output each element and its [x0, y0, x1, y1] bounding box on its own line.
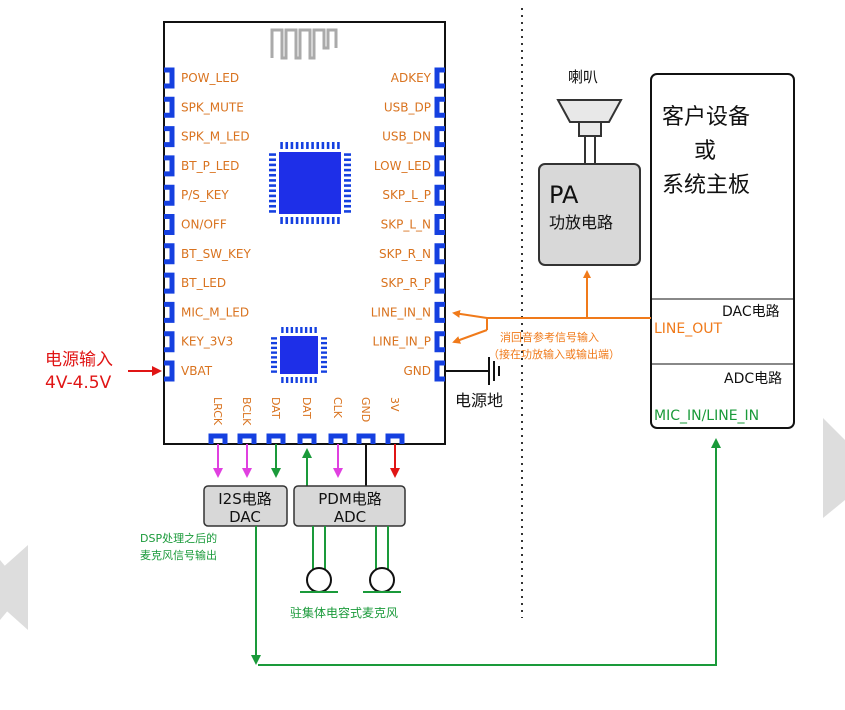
- pin-right-line-in-n: LINE_IN_N: [371, 301, 445, 323]
- ref-signal-path: [452, 309, 651, 344]
- pin-left-mic-m-led: MIC_M_LED: [164, 301, 249, 323]
- i2s-line2: DAC: [229, 508, 261, 526]
- pin-bottom-3v-6: 3V: [385, 397, 405, 444]
- pin-left-pow-led: POW_LED: [164, 67, 239, 89]
- pa-subtitle: 功放电路: [549, 213, 613, 232]
- svg-text:DAT: DAT: [300, 397, 313, 419]
- pin-right-skp-r-p: SKP_R_P: [381, 272, 445, 294]
- pin-left-bt-sw-key: BT_SW_KEY: [164, 243, 251, 265]
- svg-text:CLK: CLK: [331, 397, 344, 419]
- pin-right-skp-l-n: SKP_L_N: [381, 214, 445, 235]
- dsp-note-line2: 麦克风信号输出: [140, 548, 217, 562]
- pin-bottom-clk-4: CLK: [328, 397, 348, 444]
- module-board: [163, 21, 446, 445]
- pin-right-usb-dp: USB_DP: [384, 96, 445, 118]
- line-out-label: LINE_OUT: [654, 321, 723, 337]
- svg-text:USB_DP: USB_DP: [384, 100, 431, 114]
- customer-board: [650, 73, 795, 429]
- antenna-trace: [270, 28, 338, 60]
- dsp-note-line1: DSP处理之后的: [140, 531, 217, 545]
- small-chip: [271, 327, 327, 383]
- svg-text:3V: 3V: [388, 397, 401, 412]
- adc-label: ADC电路: [724, 371, 782, 387]
- pdm-line1: PDM电路: [318, 490, 382, 508]
- pin-left-p-s-key: P/S_KEY: [164, 184, 229, 206]
- pin-right-skp-l-p: SKP_L_P: [382, 184, 445, 206]
- pin-left-on-off: ON/OFF: [164, 214, 227, 235]
- ground-symbol: [445, 357, 500, 385]
- i2s-block: [203, 485, 288, 527]
- pin-bottom-dat-2: DAT: [266, 397, 286, 444]
- svg-text:ADKEY: ADKEY: [391, 71, 432, 85]
- pin-bottom-bclk-1: BCLK: [237, 397, 257, 444]
- pin-right-adkey: ADKEY: [391, 67, 445, 89]
- pa-block: [538, 163, 641, 266]
- pin-bottom-lrck-0: LRCK: [208, 397, 228, 444]
- svg-text:DAT: DAT: [269, 397, 282, 419]
- svg-text:LOW_LED: LOW_LED: [374, 159, 431, 173]
- dac-label: DAC电路: [722, 304, 780, 320]
- svg-text:SKP_R_P: SKP_R_P: [381, 276, 431, 290]
- mic-label: 驻集体电容式麦克风: [290, 605, 398, 620]
- pa-title: PA: [549, 181, 579, 209]
- svg-text:LINE_IN_P: LINE_IN_P: [372, 335, 431, 349]
- pin-left-spk-m-led: SPK_M_LED: [164, 126, 250, 148]
- pin-right-low-led: LOW_LED: [374, 155, 445, 177]
- svg-text:SKP_L_P: SKP_L_P: [382, 188, 431, 202]
- pin-left-key-3v3: KEY_3V3: [164, 331, 233, 353]
- speaker-icon: [556, 99, 623, 165]
- pin-left-bt-p-led: BT_P_LED: [164, 155, 239, 177]
- svg-text:VBAT: VBAT: [181, 364, 213, 378]
- svg-text:GND: GND: [403, 364, 431, 378]
- pdm-block: [293, 485, 406, 527]
- mic-output-path: [251, 438, 721, 666]
- pin-bottom-dat-3: DAT: [297, 397, 317, 444]
- customer-line3: 系统主板: [662, 173, 750, 198]
- pin-bottom-gnd-5: GND: [356, 397, 376, 444]
- svg-text:ON/OFF: ON/OFF: [181, 218, 227, 232]
- svg-text:KEY_3V3: KEY_3V3: [181, 335, 233, 349]
- svg-text:LRCK: LRCK: [211, 397, 224, 426]
- gnd-label: 电源地: [455, 391, 503, 410]
- svg-text:POW_LED: POW_LED: [181, 71, 239, 85]
- svg-text:SPK_M_LED: SPK_M_LED: [181, 130, 250, 144]
- pin-right-gnd: GND: [403, 360, 445, 382]
- svg-text:GND: GND: [359, 397, 372, 422]
- svg-text:BCLK: BCLK: [240, 397, 253, 426]
- speaker-label: 喇叭: [568, 68, 598, 86]
- svg-text:SPK_MUTE: SPK_MUTE: [181, 100, 244, 114]
- svg-text:SKP_R_N: SKP_R_N: [379, 247, 431, 261]
- pin-left-vbat: VBAT: [164, 360, 213, 382]
- ref-note-line2: （接在功放输入或输出端）: [488, 347, 620, 361]
- pin-right-skp-r-n: SKP_R_N: [379, 243, 445, 265]
- pdm-line2: ADC: [334, 508, 366, 526]
- microphone-right: [363, 526, 401, 593]
- microphone-left: [300, 526, 338, 593]
- svg-text:USB_DN: USB_DN: [382, 130, 431, 144]
- power-range: 4V-4.5V: [45, 373, 112, 393]
- pin-left-bt-led: BT_LED: [164, 272, 226, 294]
- svg-text:BT_P_LED: BT_P_LED: [181, 159, 239, 173]
- svg-text:LINE_IN_N: LINE_IN_N: [371, 305, 431, 319]
- pin-right-line-in-p: LINE_IN_P: [372, 331, 445, 353]
- svg-text:BT_SW_KEY: BT_SW_KEY: [181, 247, 251, 261]
- customer-line1: 客户设备: [662, 105, 750, 130]
- ref-note-line1: 消回音参考信号输入: [500, 330, 599, 344]
- main-chip: [269, 142, 351, 224]
- svg-text:MIC_M_LED: MIC_M_LED: [181, 305, 249, 319]
- customer-line2: 或: [694, 139, 716, 164]
- power-label: 电源输入: [45, 350, 113, 370]
- svg-text:SKP_L_N: SKP_L_N: [381, 218, 431, 232]
- i2s-line1: I2S电路: [218, 490, 272, 508]
- pin-left-spk-mute: SPK_MUTE: [164, 96, 244, 118]
- pin-right-usb-dn: USB_DN: [382, 126, 445, 148]
- svg-text:P/S_KEY: P/S_KEY: [181, 188, 229, 202]
- svg-text:BT_LED: BT_LED: [181, 276, 226, 290]
- right-decor-triangle: [823, 418, 845, 518]
- mic-in-label: MIC_IN/LINE_IN: [654, 408, 759, 424]
